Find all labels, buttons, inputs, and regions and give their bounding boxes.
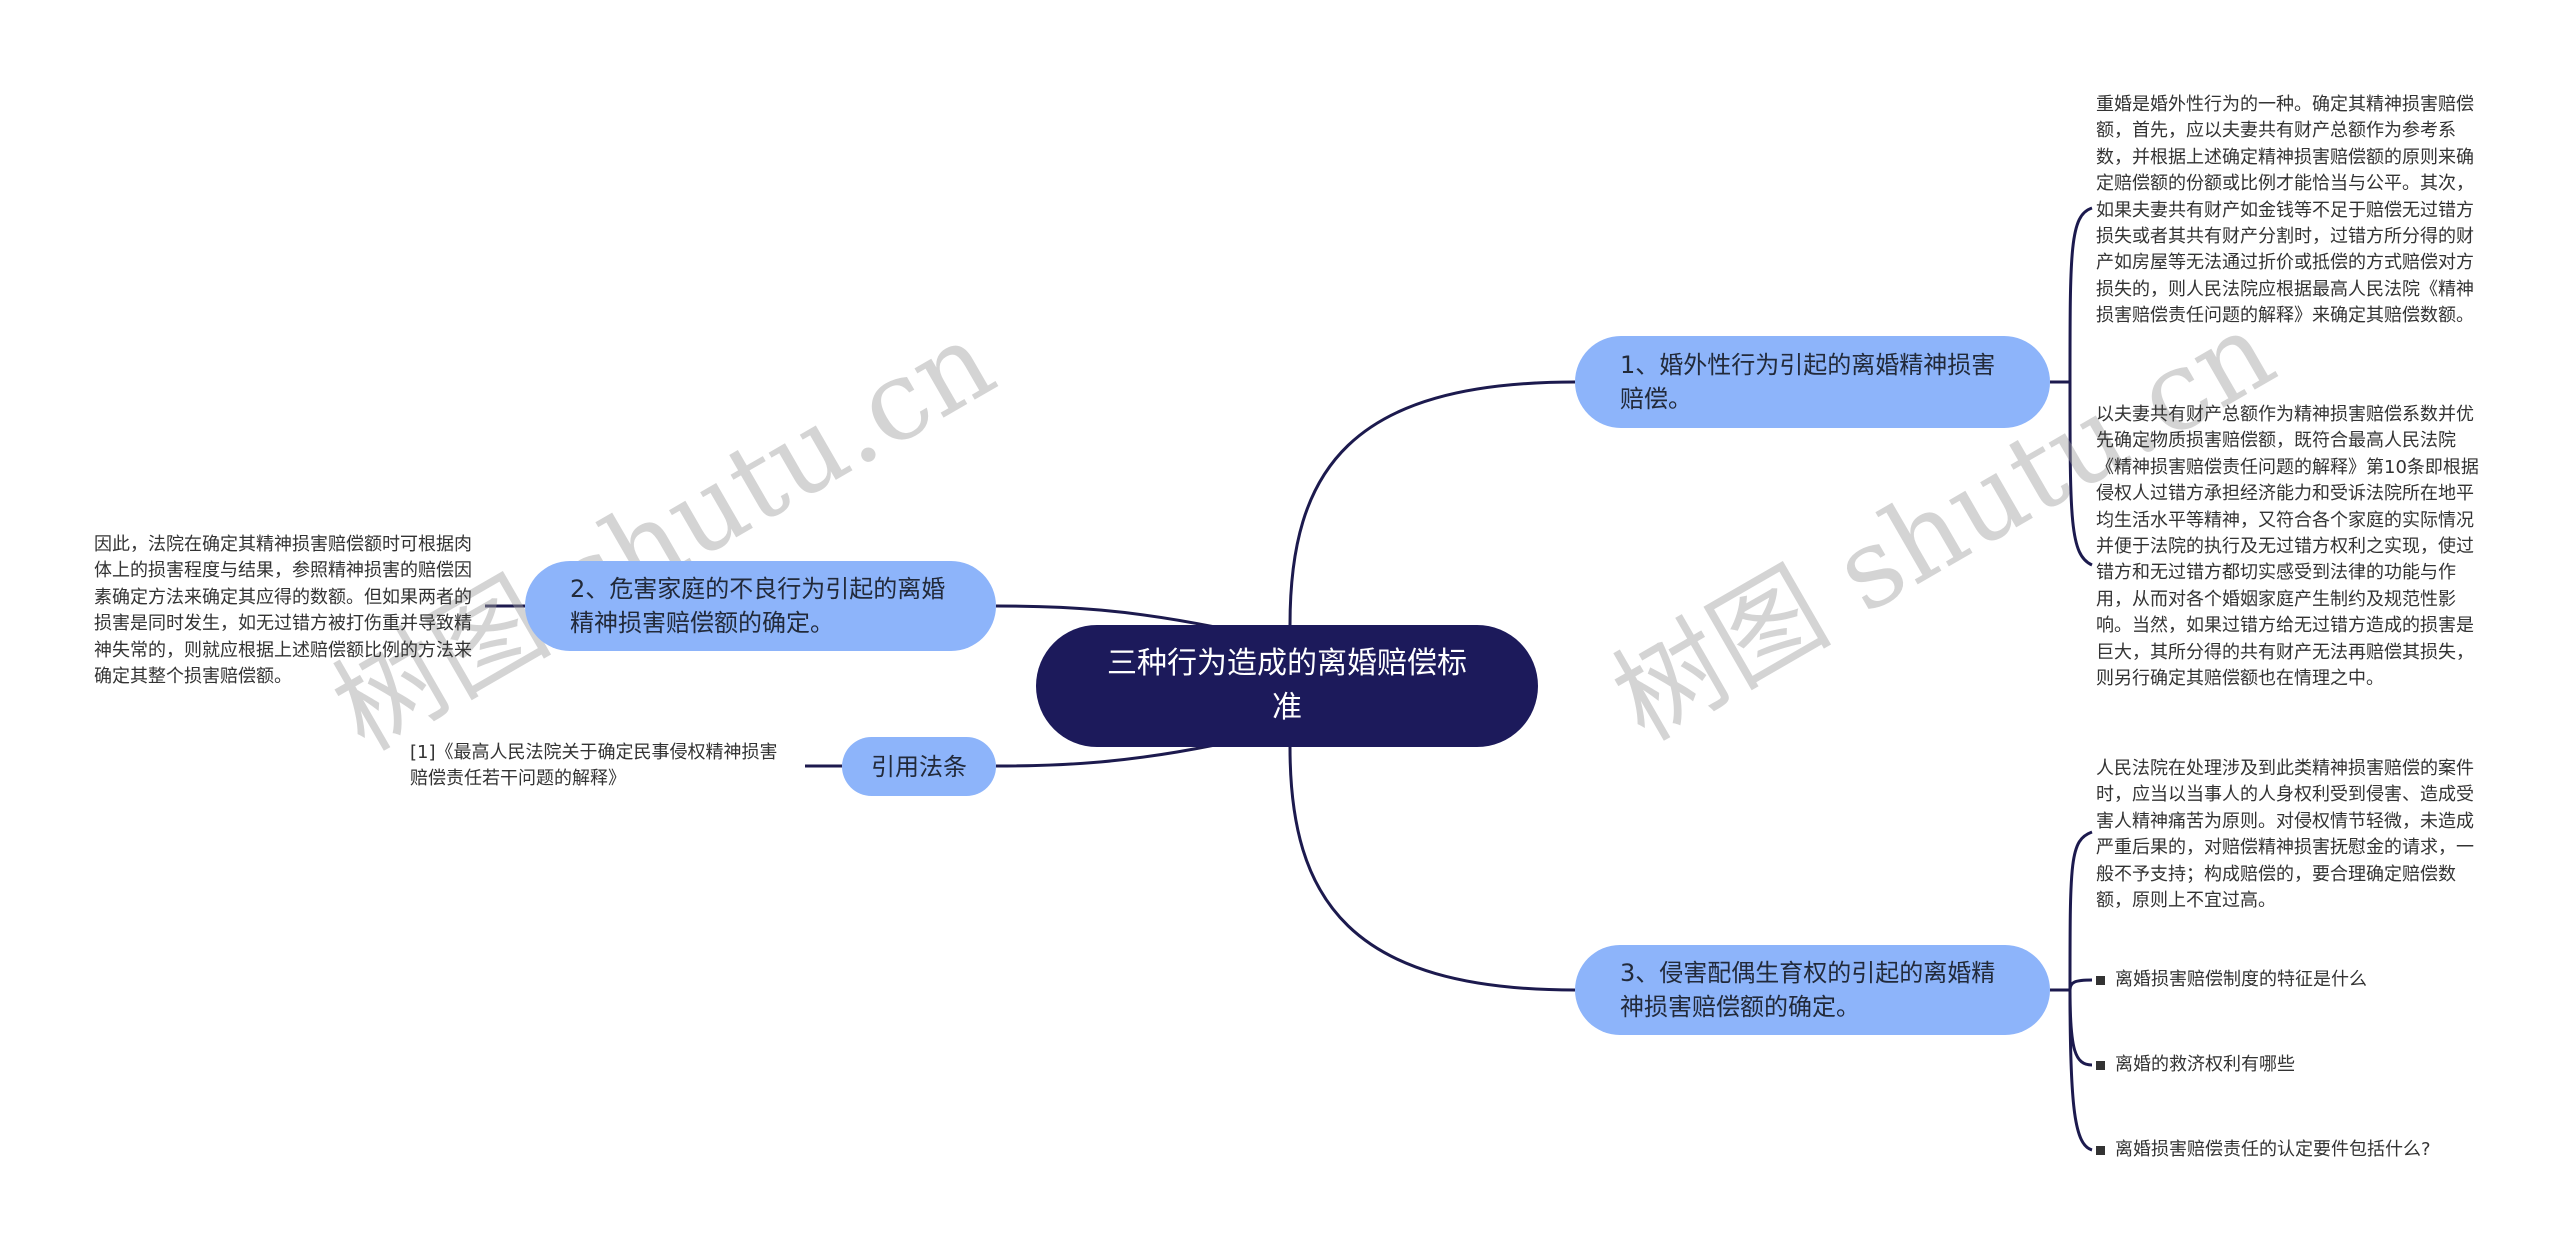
root-node[interactable]: 三种行为造成的离婚赔偿标准 (1036, 625, 1538, 747)
leaf-text-3: 人民法院在处理涉及到此类精神损害赔偿的案件时，应当以当事人的人身权利受到侵害、造… (2096, 758, 2474, 912)
citation-node[interactable]: 引用法条 (842, 737, 996, 796)
bullet-square-icon (2096, 975, 2105, 985)
leaf-text-2: 因此，法院在确定其精神损害赔偿额时可根据肉体上的损害程度与结果，参照精神损害的赔… (94, 534, 472, 688)
citation-text: [1]《最高人民法院关于确定民事侵权精神损害赔偿责任若干问题的解释》 (410, 742, 778, 790)
root-label: 三种行为造成的离婚赔偿标准 (1107, 646, 1467, 725)
branch-label: 1、婚外性行为引起的离婚精神损害赔偿。 (1620, 351, 1996, 413)
related-link-1[interactable]: 离婚损害赔偿制度的特征是什么 (2096, 967, 2367, 993)
branch-node-3[interactable]: 3、侵害配偶生育权的引起的离婚精神损害赔偿额的确定。 (1575, 945, 2050, 1035)
branch-label: 引用法条 (871, 752, 967, 781)
branch-node-1[interactable]: 1、婚外性行为引起的离婚精神损害赔偿。 (1575, 336, 2050, 428)
branch-label: 3、侵害配偶生育权的引起的离婚精神损害赔偿额的确定。 (1620, 959, 1996, 1021)
related-link-3[interactable]: 离婚损害赔偿责任的认定要件包括什么? (2096, 1137, 2431, 1163)
branch-label: 2、危害家庭的不良行为引起的离婚精神损害赔偿额的确定。 (570, 575, 946, 637)
leaf-text-1a: 重婚是婚外性行为的一种。确定其精神损害赔偿额，首先，应以夫妻共有财产总额作为参考… (2096, 94, 2474, 327)
bullet-square-icon (2096, 1145, 2105, 1155)
related-link-2[interactable]: 离婚的救济权利有哪些 (2096, 1052, 2295, 1078)
leaf-text-1b: 以夫妻共有财产总额作为精神损害赔偿系数并优先确定物质损害赔偿额，既符合最高人民法… (2096, 404, 2479, 690)
branch-node-2[interactable]: 2、危害家庭的不良行为引起的离婚精神损害赔偿额的确定。 (525, 561, 996, 651)
bullet-square-icon (2096, 1060, 2105, 1070)
